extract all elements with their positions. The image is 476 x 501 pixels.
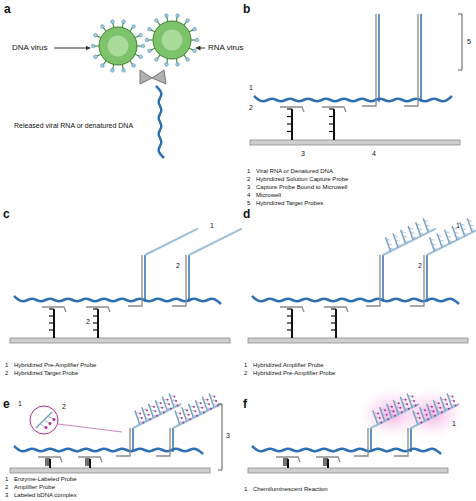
legend-number: 1 <box>247 168 250 174</box>
legend-text: Hybridized Pre-Amplifier Probe <box>253 370 335 376</box>
legend-number: 2 <box>247 176 250 182</box>
legend-text: Viral RNA or Denatured DNA <box>256 168 333 174</box>
legend-number: 1 <box>5 362 8 368</box>
pre-amplifier-scene <box>10 229 242 343</box>
callout-number: 5 <box>467 38 471 45</box>
panel-letter: c <box>3 208 10 220</box>
legend-number: 3 <box>5 492 8 498</box>
panel-letter: b <box>243 3 250 15</box>
legend-number: 2 <box>244 370 247 376</box>
callout-number: 1 <box>210 222 214 229</box>
callout-number: 3 <box>301 150 305 157</box>
callout-number: 1 <box>452 420 456 427</box>
virus-label: RNA virus <box>208 44 244 52</box>
callout-number: 1 <box>456 222 460 229</box>
legend-text: Hybridized Amplifier Probe <box>253 362 324 368</box>
legend-number: 5 <box>247 200 250 206</box>
callout-number: 4 <box>372 150 376 157</box>
target-capture-scene <box>250 14 460 145</box>
legend-text: Hybridized Target Probes <box>256 200 323 206</box>
legend-text: Hybridized Pre-Amplifier Probe <box>14 362 96 368</box>
legend-text: Chemiluminescent Reaction <box>253 486 328 492</box>
legend-text: Enzyme-Labeled Probe <box>14 476 77 482</box>
callout-number: 1 <box>249 84 253 91</box>
panel-letter: f <box>243 398 247 410</box>
legend-number: 2 <box>5 370 8 376</box>
legend-text: Amplifier Probe <box>14 484 55 490</box>
legend-number: 1 <box>244 362 247 368</box>
callout-number: 3 <box>226 432 230 439</box>
virus-panel <box>54 14 205 158</box>
chemiluminescence-scene <box>248 388 466 473</box>
bracket <box>458 14 462 70</box>
callout-number: 2 <box>176 262 180 269</box>
panel-letter: e <box>3 398 10 410</box>
callout-number: 2 <box>86 318 90 325</box>
callout-number: 2 <box>62 403 66 410</box>
legend-number: 1 <box>5 476 8 482</box>
callout-number: 2 <box>418 262 422 269</box>
panel-letter: d <box>243 208 250 220</box>
label-probe-scene <box>10 393 222 473</box>
strand-label: Released viral RNA or denatured DNA <box>14 122 133 129</box>
callout-number: 1 <box>18 400 22 407</box>
legend-text: Hybridized Solution Capture Probe <box>256 176 348 182</box>
legend-text: Hybridized Target Probe <box>14 370 78 376</box>
amplifier-scene <box>248 218 476 343</box>
virus-label: DNA virus <box>12 44 48 52</box>
callout-number: 2 <box>249 104 253 111</box>
legend-number: 4 <box>247 192 250 198</box>
legend-number: 3 <box>247 184 250 190</box>
panel-letter: a <box>4 3 11 15</box>
legend-text: Capture Probe Bound to Microwell <box>256 184 347 190</box>
legend-text: Labeled bDNA complex <box>14 492 77 498</box>
legend-text: Microwell <box>256 192 281 198</box>
legend-number: 2 <box>5 484 8 490</box>
legend-number: 1 <box>244 486 247 492</box>
